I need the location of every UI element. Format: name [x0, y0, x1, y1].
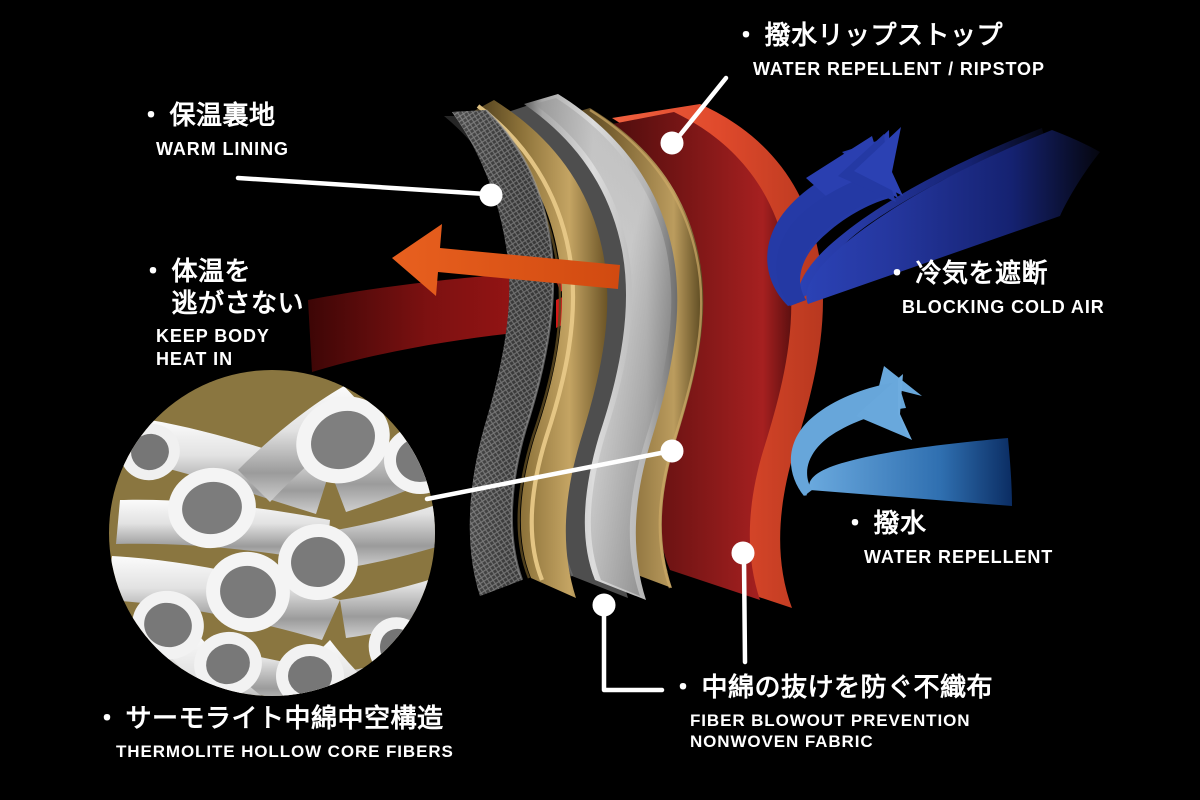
heat-escape-arrow: [392, 224, 620, 296]
callout-keep-heat-jp: ・体温を 逃がさない: [140, 256, 305, 318]
water-repel-arrow: [790, 366, 1012, 506]
trapped-heat-band: [308, 272, 548, 372]
bullet-icon: ・: [140, 256, 167, 286]
bullet-icon: ・: [94, 703, 121, 733]
bullet-icon: ・: [884, 258, 911, 288]
bullet-icon: ・: [733, 20, 760, 50]
callout-keep-heat-en: KEEP BODY HEAT IN: [156, 326, 270, 370]
callout-ripstop-jp: ・撥水リップストップ: [733, 20, 1004, 50]
cold-air-block-arrow: [767, 127, 1100, 306]
hollow-core-fiber-closeup: [109, 370, 435, 696]
callout-nonwoven-jp: ・中綿の抜けを防ぐ不織布: [670, 672, 994, 702]
callout-water-repellent-jp: ・撥水: [842, 508, 927, 538]
bullet-icon: ・: [670, 672, 697, 702]
callout-ripstop-en: WATER REPELLENT / RIPSTOP: [753, 58, 1045, 79]
bullet-icon: ・: [842, 508, 869, 538]
callout-water-repellent-ripstop: ・撥水リップストップ WATER REPELLENT / RIPSTOP: [733, 20, 1045, 81]
callout-keep-body-heat-in: ・体温を 逃がさない KEEP BODY HEAT IN: [140, 256, 304, 372]
callout-cold-air-jp: ・冷気を遮断: [884, 258, 1049, 288]
callout-leaders: [235, 75, 755, 693]
callout-warm-lining: ・保温裏地 WARM LINING: [138, 100, 289, 161]
callout-nonwoven-en: FIBER BLOWOUT PREVENTION NONWOVEN FABRIC: [690, 710, 971, 752]
callout-water-repellent: ・撥水 WATER REPELLENT: [842, 508, 1053, 569]
callout-thermolite-en: THERMOLITE HOLLOW CORE FIBERS: [116, 741, 454, 761]
callout-water-repellent-en: WATER REPELLENT: [864, 546, 1054, 567]
callout-thermolite-jp: ・サーモライト中綿中空構造: [94, 703, 444, 733]
layer-warm-lining-mesh: [452, 109, 555, 596]
callout-thermolite-hollow-core: ・サーモライト中綿中空構造 THERMOLITE HOLLOW CORE FIB…: [94, 703, 454, 762]
bullet-icon: ・: [138, 100, 165, 130]
callout-blocking-cold-air: ・冷気を遮断 BLOCKING COLD AIR: [884, 258, 1105, 319]
callout-warm-lining-en: WARM LINING: [156, 138, 289, 159]
callout-warm-lining-jp: ・保温裏地: [138, 100, 276, 130]
callout-nonwoven-fabric: ・中綿の抜けを防ぐ不織布 FIBER BLOWOUT PREVENTION NO…: [670, 672, 993, 753]
callout-cold-air-en: BLOCKING COLD AIR: [902, 296, 1105, 317]
